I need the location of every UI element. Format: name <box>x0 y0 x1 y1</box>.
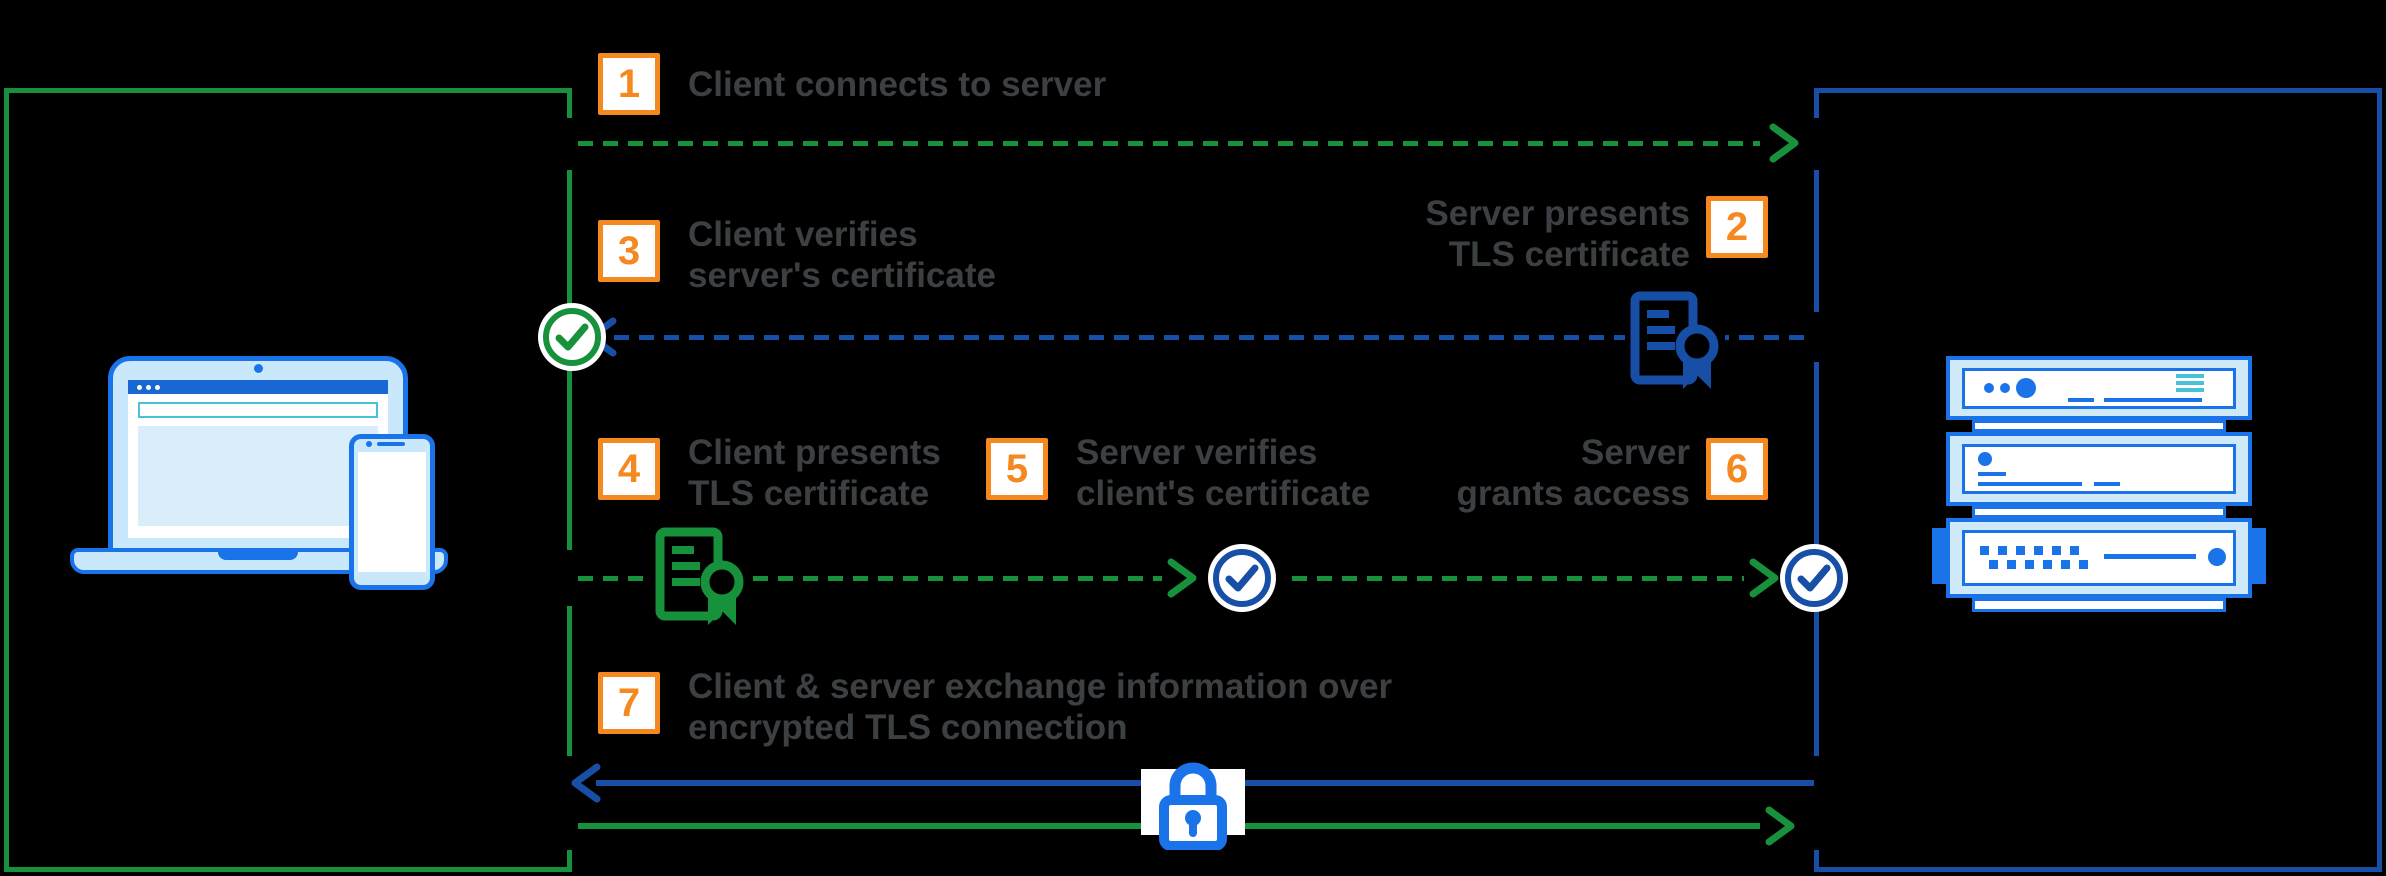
step-7-number: 7 <box>598 672 660 734</box>
laptop-camera-dot <box>254 364 263 373</box>
step-3-number: 3 <box>598 220 660 282</box>
laptop-browser-titlebar <box>128 380 388 394</box>
phone-screen <box>358 452 426 572</box>
phone-speaker-line <box>377 442 405 446</box>
border-gap <box>1808 118 1820 170</box>
client-connect-arrow-line <box>578 141 1760 146</box>
client-container-box <box>4 88 572 872</box>
tls-certificate-icon <box>1625 288 1725 393</box>
border-gap <box>566 802 578 850</box>
grant-access-arrow-line <box>1292 576 1744 581</box>
client-cert-arrow-line <box>578 576 1162 581</box>
step-2-label: Server presents TLS certificate <box>1425 194 1690 274</box>
laptop-notch <box>218 550 298 560</box>
step-4-label: Client presents TLS certificate <box>688 433 941 513</box>
client-verified-check-icon <box>538 303 606 371</box>
step-1-number: 1 <box>598 53 660 115</box>
step-6-number: 6 <box>1706 438 1768 500</box>
step-6-label: Server grants access <box>1456 433 1690 513</box>
laptop-url-bar <box>138 402 378 418</box>
step-5-number: 5 <box>986 438 1048 500</box>
arrow-right-icon <box>1167 558 1197 598</box>
step-1-label: Client connects to server <box>688 65 1107 104</box>
server-container-box <box>1814 88 2382 872</box>
step-number-text: 4 <box>617 446 641 491</box>
arrow-right-icon <box>1749 558 1779 598</box>
border-gap <box>566 550 578 606</box>
laptop-page-content <box>138 426 378 526</box>
access-granted-check-icon <box>1780 544 1848 612</box>
step-2-number: 2 <box>1706 196 1768 258</box>
border-gap <box>566 118 578 170</box>
border-gap <box>1808 756 1820 808</box>
border-gap <box>1808 802 1820 850</box>
step-7-label: Client & server exchange information ove… <box>688 667 1393 747</box>
arrow-right-icon <box>1765 806 1795 846</box>
server-verified-check-icon <box>1208 544 1276 612</box>
step-number-text: 1 <box>617 61 641 106</box>
server-cert-arrow-line <box>614 335 1810 340</box>
step-number-text: 5 <box>1005 446 1029 491</box>
step-number-text: 3 <box>617 228 641 273</box>
padlock-icon <box>1159 762 1227 850</box>
phone-speaker-dot <box>366 441 372 447</box>
step-4-number: 4 <box>598 438 660 500</box>
step-5-label: Server verifies client's certificate <box>1076 433 1371 513</box>
arrow-right-icon <box>1769 123 1799 163</box>
step-number-text: 7 <box>617 680 641 725</box>
border-gap <box>1808 312 1820 362</box>
arrow-left-icon <box>571 763 601 803</box>
step-number-text: 2 <box>1725 204 1749 249</box>
client-tls-certificate-icon <box>650 524 750 629</box>
step-3-label: Client verifies server's certificate <box>688 215 996 295</box>
step-number-text: 6 <box>1725 446 1749 491</box>
